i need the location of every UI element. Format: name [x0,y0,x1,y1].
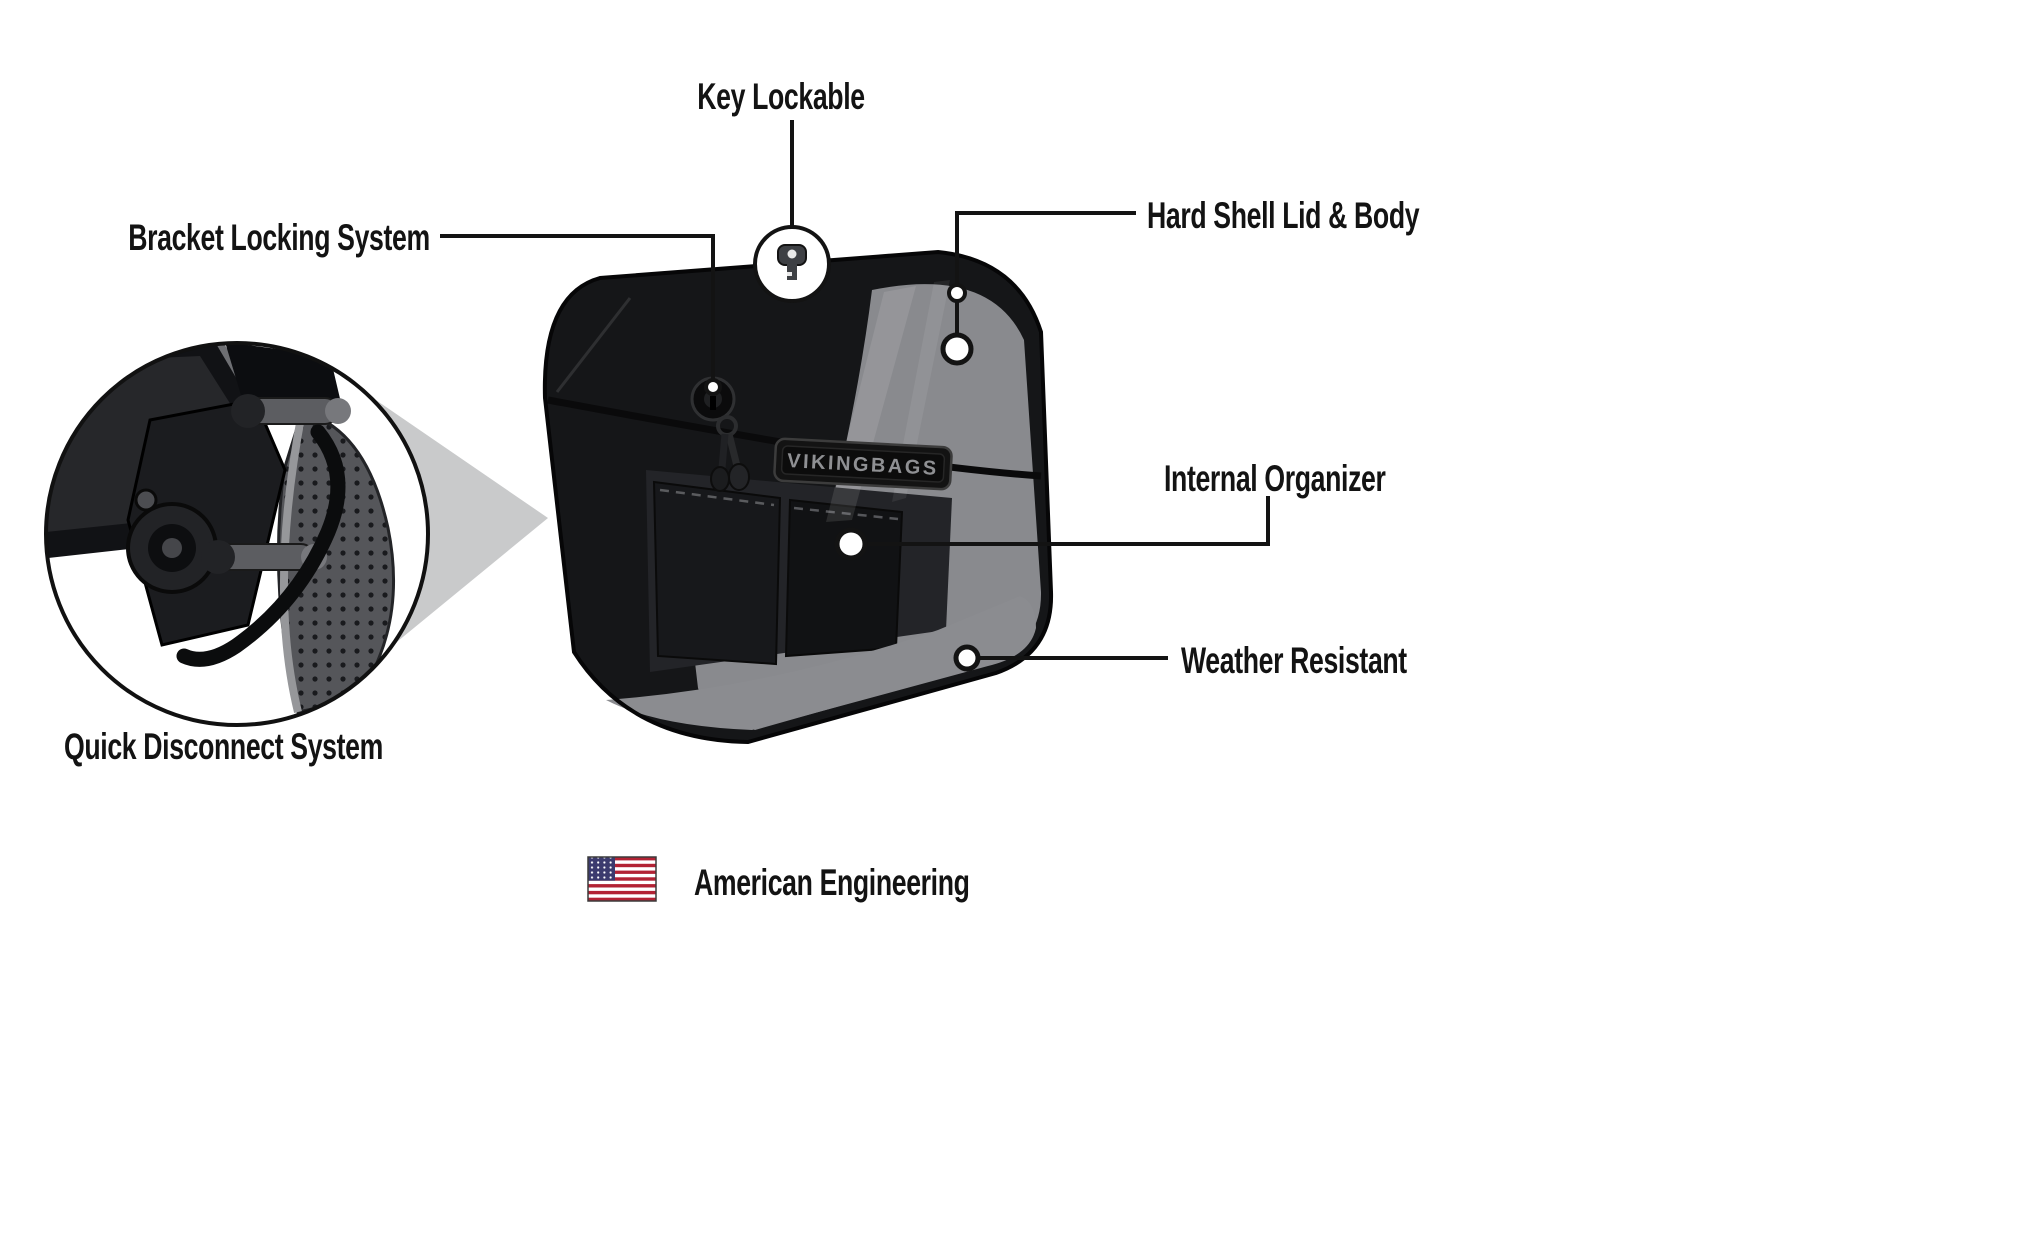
interior-floor [606,596,1036,730]
key-icon [753,225,831,303]
saddlebag-illustration: VIKINGBAGS [542,249,1054,745]
bracket-locking-marker [704,378,722,396]
quick-disconnect-inset [44,341,430,727]
organizer-pocket-right [784,498,904,658]
disconnect-wire [176,424,346,667]
callout-label-quick-disconnect-system: Quick Disconnect System [64,726,383,767]
callout-label-hard-shell-lid-body: Hard Shell Lid & Body [1147,195,1420,236]
callout-label-bracket-locking-system: Bracket Locking System [128,217,430,258]
lock-and-keys [690,376,750,492]
us-flag-icon [587,856,657,902]
internal-organizer-line [865,496,1270,546]
hard-shell-marker-large [940,332,974,366]
callout-lines [440,120,1270,660]
weather-resistant-marker [953,644,981,672]
hanging-key [728,463,750,491]
callout-markers [704,283,981,672]
callout-label-key-lockable: Key Lockable [697,76,865,117]
callout-label-internal-organizer: Internal Organizer [1164,458,1386,499]
internal-organizer-marker [834,527,868,561]
organizer-pocket-left [652,480,782,666]
hard-shell-marker-small [947,283,967,303]
bracket-locking-line [440,234,715,380]
inset-ring [44,341,430,727]
callout-label-weather-resistant: Weather Resistant [1181,640,1407,681]
footer-tagline: American Engineering [694,862,970,903]
hard-shell-line [955,211,1136,285]
hanging-key [710,466,730,492]
brand-plate: VIKINGBAGS [773,437,953,491]
